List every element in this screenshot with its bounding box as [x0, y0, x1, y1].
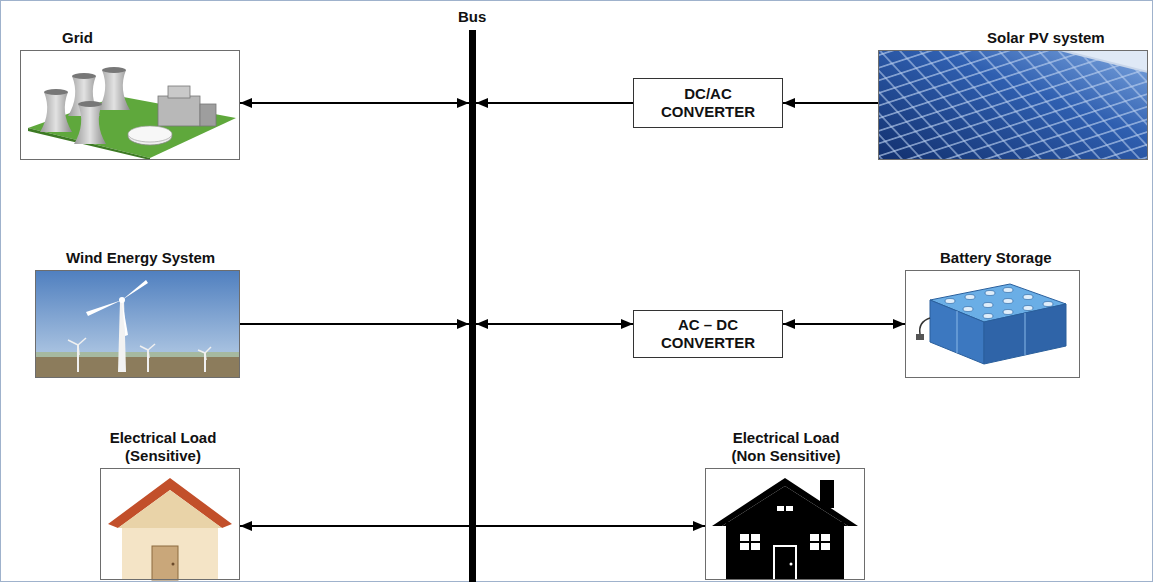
connector-arrow	[476, 102, 633, 104]
node-heading: Wind Energy System	[66, 249, 215, 267]
load-node: Electrical Load (Non Sensitive)	[705, 468, 865, 580]
node-heading: Electrical Load (Non Sensitive)	[716, 429, 856, 465]
wind-node: Wind Energy System	[35, 270, 240, 378]
node-heading: Bus	[458, 8, 486, 26]
battery-picture	[905, 270, 1080, 378]
node-heading: Electrical Load (Sensitive)	[93, 429, 233, 465]
connector-arrow	[476, 525, 705, 527]
bus-bar: Bus	[469, 30, 476, 582]
wind-turbine-picture	[35, 270, 240, 378]
house-picture	[100, 468, 240, 580]
node-heading: Solar PV system	[987, 29, 1105, 47]
grid-node: Grid	[20, 50, 240, 160]
solar-panel-picture	[878, 50, 1148, 160]
converter-label: DC/AC CONVERTER	[649, 85, 767, 121]
connector-arrow	[240, 323, 469, 325]
solar-node: Solar PV system	[878, 50, 1148, 160]
battery-node: Battery Storage	[905, 270, 1080, 378]
node-heading: Battery Storage	[940, 249, 1052, 267]
house-silhouette	[705, 468, 865, 580]
connector-arrow	[783, 102, 878, 104]
connector-arrow	[240, 525, 469, 527]
connector-arrow	[476, 323, 633, 325]
connector-arrow	[783, 323, 905, 325]
load-node: Electrical Load (Sensitive)	[100, 468, 240, 580]
converter-box: AC – DC CONVERTER	[633, 310, 783, 358]
converter-box: DC/AC CONVERTER	[633, 78, 783, 128]
node-heading: Grid	[62, 29, 93, 47]
connector-arrow	[240, 102, 469, 104]
converter-label: AC – DC CONVERTER	[649, 316, 767, 352]
power-plant-picture	[20, 50, 240, 160]
